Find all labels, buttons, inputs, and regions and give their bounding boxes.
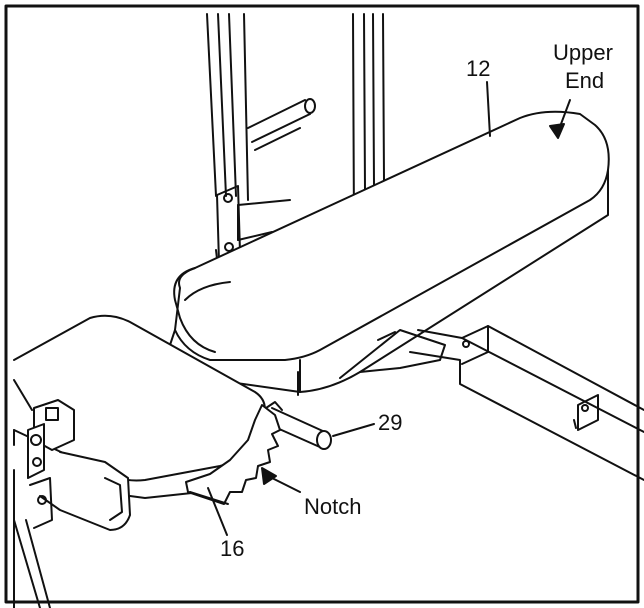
pad-mount-bracket <box>339 329 446 379</box>
label-upper: Upper <box>553 40 613 65</box>
label-part-12: 12 <box>466 56 490 81</box>
weight-horn-bar <box>247 98 316 151</box>
label-part-16: 16 <box>220 536 244 561</box>
arrowhead-notch <box>261 467 277 485</box>
label-notch: Notch <box>304 494 361 519</box>
front-leg-assembly <box>13 379 131 608</box>
leader-line-29 <box>332 423 375 437</box>
callout-lines <box>207 81 571 536</box>
leader-line-12 <box>486 81 491 137</box>
notched-plate <box>185 404 281 505</box>
rear-rail <box>409 325 644 481</box>
leader-line-16 <box>207 487 228 536</box>
figure-border <box>4 4 640 604</box>
label-end: End <box>565 68 604 93</box>
frame-bracket <box>216 185 291 263</box>
upper-seat-pad <box>169 110 610 396</box>
arrowhead-upper-end <box>549 123 565 139</box>
label-part-29: 29 <box>378 410 402 435</box>
